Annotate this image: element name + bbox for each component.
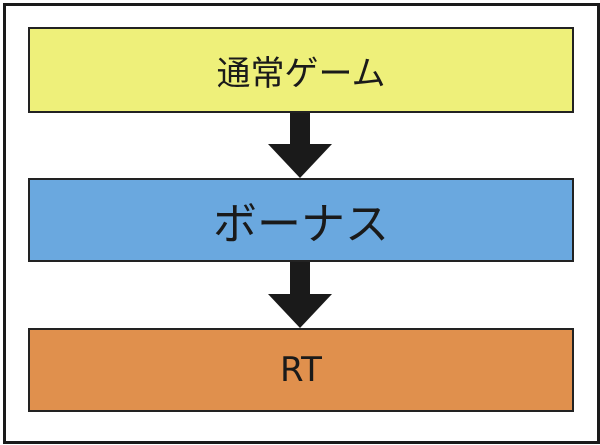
down-arrow-icon [268, 262, 332, 328]
arrow-shaft [290, 262, 310, 296]
step-box-rt: RT [28, 328, 574, 412]
step-box-bonus: ボーナス [28, 178, 574, 262]
arrow-head [268, 144, 332, 178]
down-arrow-icon [268, 113, 332, 178]
step-box-normal-game: 通常ゲーム [28, 27, 574, 113]
arrow-shaft [290, 113, 310, 146]
arrow-head [268, 294, 332, 328]
